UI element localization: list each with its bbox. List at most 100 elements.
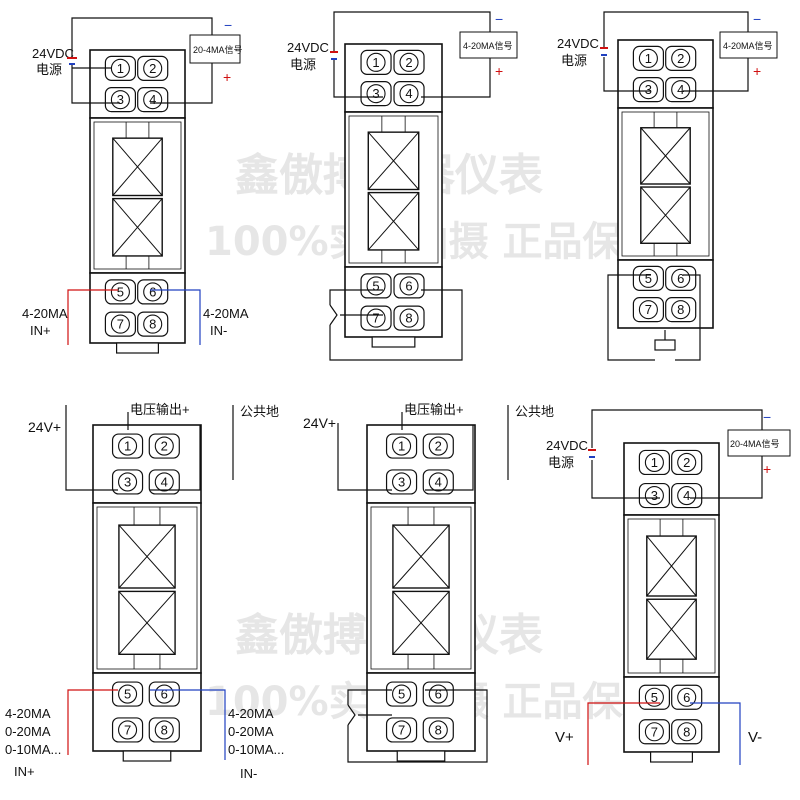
d4-r-a: 4-20MA	[228, 706, 274, 721]
d1-signal-box	[189, 34, 241, 64]
terminal-number: 1	[124, 439, 131, 454]
d4-in-c: 0-10MA...	[5, 742, 61, 757]
terminal-8: 8	[148, 717, 180, 743]
terminal-number: 2	[149, 61, 156, 76]
terminal-7: 7	[111, 717, 144, 743]
terminal-number: 8	[149, 317, 156, 332]
terminal-number: 8	[683, 724, 690, 739]
terminal-number: 7	[645, 302, 652, 317]
terminal-8: 8	[393, 305, 425, 331]
d1-signal-label: 20-4MA信号	[193, 44, 243, 55]
d1-plus: +	[223, 69, 231, 85]
terminal-number: 4	[435, 474, 442, 489]
terminal-number: 3	[372, 86, 379, 101]
terminal-8: 8	[665, 297, 697, 323]
terminal-6: 6	[137, 279, 169, 305]
terminal-2: 2	[148, 433, 180, 459]
terminal-number: 3	[124, 474, 131, 489]
terminal-5: 5	[385, 681, 418, 707]
terminal-1: 1	[111, 433, 144, 459]
terminal-number: 2	[161, 439, 168, 454]
terminal-7: 7	[638, 719, 671, 745]
terminal-3: 3	[111, 469, 144, 495]
d2-plus: +	[495, 63, 503, 79]
terminal-4: 4	[148, 469, 180, 495]
terminal-number: 1	[398, 439, 405, 454]
d4-gnd: 公共地	[240, 404, 279, 419]
terminal-number: 6	[677, 271, 684, 286]
terminal-4: 4	[665, 77, 697, 103]
d3-minus: −	[753, 11, 761, 27]
d1-power-label: 24VDC	[32, 46, 74, 61]
terminal-4: 4	[671, 482, 703, 509]
terminal-7: 7	[104, 311, 137, 337]
terminal-number: 7	[117, 317, 124, 332]
terminal-number: 2	[405, 55, 412, 70]
terminal-2: 2	[137, 55, 169, 81]
terminal-number: 6	[435, 687, 442, 702]
terminal-3: 3	[632, 77, 665, 103]
terminal-1: 1	[638, 449, 671, 476]
terminal-1: 1	[360, 49, 392, 75]
terminal-number: 6	[161, 687, 168, 702]
terminal-6: 6	[148, 681, 180, 707]
terminal-5: 5	[638, 684, 671, 710]
d1-minus: −	[224, 17, 232, 33]
d3-signal-box	[719, 31, 778, 59]
d6-power-label: 24VDC	[546, 438, 588, 453]
d2-minus: −	[495, 11, 503, 27]
terminal-number: 1	[372, 55, 379, 70]
terminal-6: 6	[665, 265, 697, 291]
d6-power-label2: 电源	[548, 455, 574, 470]
d5-supply: 24V+	[303, 415, 336, 431]
terminal-7: 7	[360, 305, 392, 331]
terminal-number: 8	[161, 722, 168, 737]
d4-r-b: 0-20MA	[228, 724, 274, 739]
d4-in-a: 4-20MA	[5, 706, 51, 721]
d3-power-label: 24VDC	[557, 36, 599, 51]
terminal-number: 1	[645, 51, 652, 66]
terminal-number: 1	[651, 455, 658, 470]
terminal-7: 7	[632, 297, 665, 323]
terminal-5: 5	[104, 279, 137, 305]
d5-gnd: 公共地	[515, 404, 554, 419]
d3-signal-label: 4-20MA信号	[723, 40, 773, 51]
d6-minus: −	[763, 409, 771, 425]
terminal-number: 5	[645, 271, 652, 286]
d4-vout: 电压输出+	[130, 402, 190, 417]
terminal-2: 2	[665, 45, 697, 71]
d4-supply: 24V+	[28, 419, 61, 435]
terminal-1: 1	[632, 45, 665, 71]
d2-power-label2: 电源	[290, 57, 316, 72]
terminal-1: 1	[104, 55, 137, 81]
terminal-number: 5	[372, 278, 379, 293]
d1-in-left: 4-20MA	[22, 306, 68, 321]
terminal-3: 3	[638, 482, 671, 509]
terminal-number: 4	[161, 474, 168, 489]
diagram-2-labels: 24VDC 电源 4-20MA信号 − +	[287, 11, 518, 79]
d5-vout: 电压输出+	[404, 402, 464, 417]
wiring	[65, 11, 763, 765]
terminal-6: 6	[671, 684, 703, 710]
d1-in-right2: IN-	[210, 323, 227, 338]
terminal-number: 2	[435, 439, 442, 454]
d6-signal-label: 20-4MA信号	[730, 438, 780, 449]
diagram-4-labels: 24V+ 电压输出+ 公共地 4-20MA 0-20MA 0-10MA... I…	[5, 402, 284, 781]
terminal-6: 6	[393, 273, 425, 299]
terminal-1: 1	[385, 433, 418, 459]
d1-power-label2: 电源	[36, 62, 62, 77]
diagram-3-labels: 24VDC 电源 4-20MA信号 − +	[557, 11, 778, 79]
d4-in-neg: IN-	[240, 766, 257, 781]
terminal-3: 3	[104, 87, 137, 113]
terminal-8: 8	[422, 717, 454, 743]
terminal-4: 4	[393, 81, 425, 107]
terminal-number: 6	[149, 284, 156, 299]
terminal-number: 8	[435, 722, 442, 737]
terminal-number: 3	[645, 82, 652, 97]
d3-power-label2: 电源	[561, 53, 587, 68]
terminal-number: 3	[117, 92, 124, 107]
terminal-number: 6	[683, 690, 690, 705]
